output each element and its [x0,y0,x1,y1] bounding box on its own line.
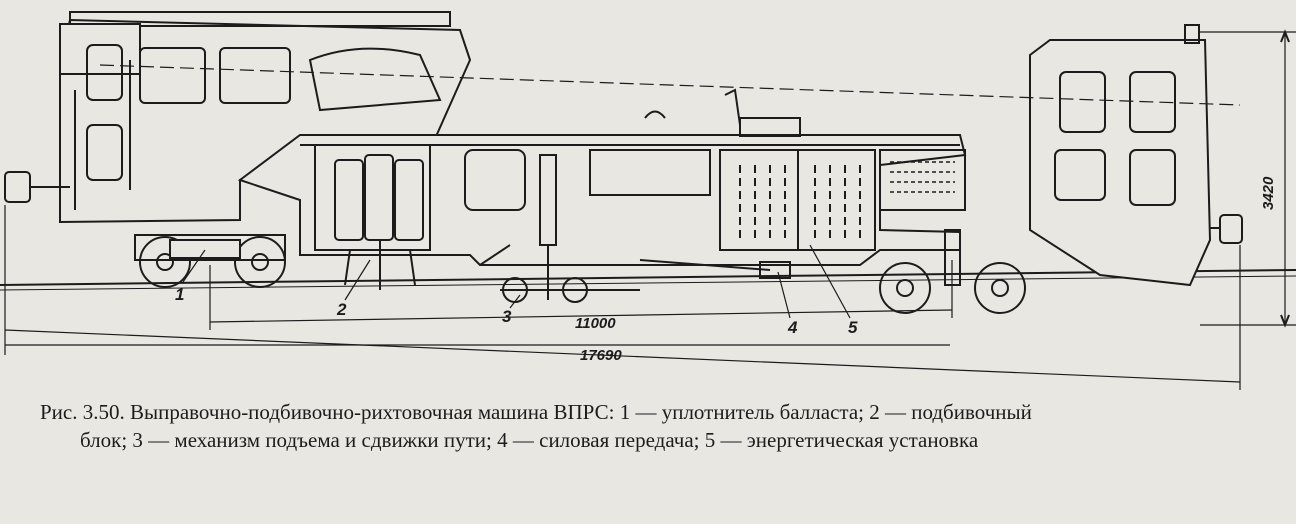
callout-2: 2 [336,300,347,319]
callout-5: 5 [848,318,858,337]
lifting-mechanism [479,154,640,303]
tamping-block [314,144,431,290]
left-bogie [134,234,286,288]
callout-1: 1 [175,285,184,304]
callout-4: 4 [787,318,798,337]
overall-dimension [4,205,1241,390]
caption-line-2: блок; 3 — механизм подъема и сдвижки пут… [80,428,979,452]
machine-drawing: 1 2 3 4 5 11000 17690 3420 [0,11,1296,390]
caption-line-1: Рис. 3.50. Выправочно-подбивочно-рихтово… [40,400,1032,424]
base-dimension [209,260,953,330]
left-cabin [59,11,472,224]
left-coupler [4,171,70,203]
right-coupler [1210,214,1243,244]
callout-leaders [182,244,851,319]
right-bogie [879,229,1026,314]
main-frame [237,134,967,266]
dimension-base-label: 11000 [575,315,616,332]
dimension-height-label: 3420 [1260,176,1277,210]
dimension-overall-label: 17690 [580,347,622,364]
rail-line [0,269,1296,291]
cab-window [464,149,711,211]
reference-line [99,64,1241,106]
figure-caption: Рис. 3.50. Выправочно-подбивочно-рихтово… [40,398,1280,454]
callout-3: 3 [502,307,512,326]
height-dimension [1200,29,1296,328]
transmission [639,259,791,279]
right-cabin [1029,24,1212,287]
power-unit [644,88,966,251]
